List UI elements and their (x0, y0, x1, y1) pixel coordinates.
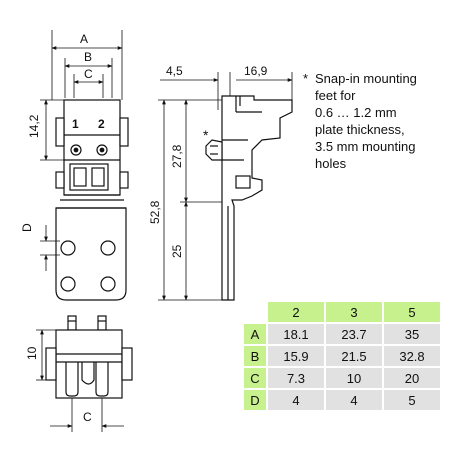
side-view (158, 72, 293, 301)
table-row-label: C (244, 368, 266, 388)
dim-label-16-9: 16,9 (244, 64, 268, 78)
table-cell: 15.9 (268, 346, 324, 366)
bottom-view (36, 315, 133, 432)
snap-in-note: * Snap-in mounting feet for 0.6 … 1.2 mm… (303, 70, 443, 172)
table-row-label: D (244, 390, 266, 410)
pin-label-2: 2 (98, 117, 105, 131)
table-row: A 18.1 23.7 35 (244, 324, 440, 344)
table-col-header: 3 (326, 302, 382, 322)
table-col-header: 2 (268, 302, 324, 322)
front-view (40, 30, 129, 301)
table-cell: 10 (326, 368, 382, 388)
dim-label-27-8: 27,8 (170, 144, 184, 168)
note-text: Snap-in mounting feet for 0.6 … 1.2 mm p… (315, 71, 417, 171)
pin-label-1: 1 (72, 117, 79, 131)
table-cell: 18.1 (268, 324, 324, 344)
dim-label-4-5: 4,5 (166, 64, 183, 78)
table-row-label: A (244, 324, 266, 344)
table-row: C 7.3 10 20 (244, 368, 440, 388)
table-row-label: B (244, 346, 266, 366)
dim-label-C-bottom: C (83, 410, 92, 424)
table-cell: 7.3 (268, 368, 324, 388)
dim-label-B: B (84, 50, 92, 64)
dim-label-D: D (20, 223, 34, 232)
dim-label-52-8: 52,8 (148, 200, 162, 224)
table-cell: 23.7 (326, 324, 382, 344)
table-row: D 4 4 5 (244, 390, 440, 410)
dim-label-10: 10 (25, 346, 39, 360)
dim-label-C-top: C (84, 67, 93, 81)
table-cell: 21.5 (326, 346, 382, 366)
dim-label-14-2: 14,2 (27, 114, 41, 138)
snap-in-star-marker: * (203, 127, 209, 143)
note-star: * (303, 71, 309, 86)
table-corner (244, 302, 266, 322)
table-row: B 15.9 21.5 32.8 (244, 346, 440, 366)
table-cell: 4 (268, 390, 324, 410)
dim-label-A: A (80, 32, 88, 46)
table-cell: 5 (384, 390, 440, 410)
table-col-header: 5 (384, 302, 440, 322)
table-header-row: 2 3 5 (244, 302, 440, 322)
table-cell: 32.8 (384, 346, 440, 366)
dimension-table: 2 3 5 A 18.1 23.7 35 B 15.9 21.5 32.8 C … (242, 300, 442, 412)
table-cell: 35 (384, 324, 440, 344)
table-cell: 4 (326, 390, 382, 410)
table-cell: 20 (384, 368, 440, 388)
dim-label-25: 25 (170, 244, 184, 258)
